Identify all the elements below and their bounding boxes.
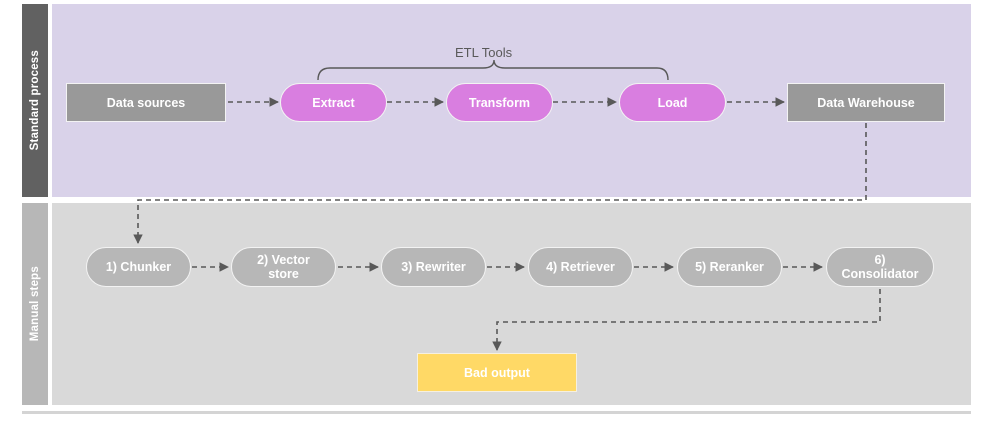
node-load[interactable]: Load xyxy=(619,83,726,122)
node-label-data-sources: Data sources xyxy=(106,95,186,110)
node-reranker[interactable]: 5) Reranker xyxy=(677,247,782,287)
node-label-rewriter: 3) Rewriter xyxy=(401,260,466,274)
node-label-chunker: 1) Chunker xyxy=(105,260,172,274)
node-data-sources[interactable]: Data sources xyxy=(66,83,226,122)
node-bad-output[interactable]: Bad output xyxy=(417,353,577,392)
node-chunker[interactable]: 1) Chunker xyxy=(86,247,191,287)
node-label-transform: Transform xyxy=(468,95,531,110)
node-label-load: Load xyxy=(657,95,688,110)
lane-label-standard-process: Standard process xyxy=(29,50,41,151)
node-label-extract: Extract xyxy=(312,95,355,110)
node-vector-store[interactable]: 2) Vector store xyxy=(231,247,336,287)
node-label-bad-output: Bad output xyxy=(464,365,530,380)
lane-label-manual-steps: Manual steps xyxy=(29,266,41,342)
node-rewriter[interactable]: 3) Rewriter xyxy=(381,247,486,287)
node-label-data-warehouse: Data Warehouse xyxy=(817,95,915,110)
node-label-retriever: 4) Retriever xyxy=(546,260,615,274)
node-data-warehouse[interactable]: Data Warehouse xyxy=(787,83,945,122)
lane-header-standard-process: Standard process xyxy=(22,4,48,197)
annotation-etl-tools: ETL Tools xyxy=(455,45,512,60)
node-label-reranker: 5) Reranker xyxy=(695,260,764,274)
annotation-label-etl-tools: ETL Tools xyxy=(455,45,513,60)
node-consolidator[interactable]: 6) Consolidator xyxy=(826,247,934,287)
node-extract[interactable]: Extract xyxy=(280,83,387,122)
lane-header-manual-steps: Manual steps xyxy=(22,203,48,405)
bottom-divider xyxy=(22,411,971,414)
node-label-vector-store: 2) Vector store xyxy=(257,253,310,281)
node-transform[interactable]: Transform xyxy=(446,83,553,122)
node-label-consolidator: 6) Consolidator xyxy=(841,253,919,281)
node-retriever[interactable]: 4) Retriever xyxy=(528,247,633,287)
